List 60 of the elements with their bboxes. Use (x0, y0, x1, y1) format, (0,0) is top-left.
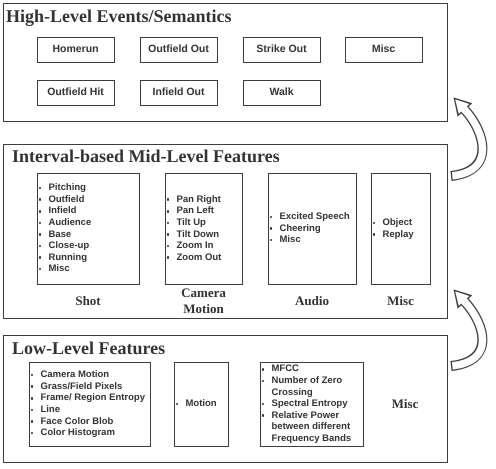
panel-title: High-Level Events/Semantics (6, 6, 232, 27)
list-item: Zoom Out (176, 252, 222, 264)
list-item: Pan Right (176, 194, 221, 206)
list-item: Tilt Down (176, 228, 220, 240)
layer-panel (3, 144, 448, 319)
feature-box (28, 362, 150, 446)
event-box (242, 36, 320, 62)
column-caption: Misc (387, 293, 414, 309)
layer-panel (3, 3, 448, 122)
list-item: Audience (48, 216, 92, 228)
list-item: Color Histogram (40, 427, 115, 439)
list-item: Frame/ Region Entropy (40, 392, 145, 404)
list-item: Object (382, 216, 412, 228)
event-label: Walk (269, 86, 294, 99)
event-box (242, 80, 320, 106)
panel-title: Low-Level Features (12, 338, 166, 359)
list-item: Outfield (48, 194, 84, 206)
list-item: Spectral Entropy (271, 398, 348, 410)
list-item: Excited Speech (279, 211, 350, 223)
event-label: Homerun (52, 43, 99, 56)
list-item: Close-up (48, 240, 90, 252)
list-item: Tilt Up (176, 216, 206, 228)
panel-title: Interval-based Mid-Level Features (12, 146, 280, 167)
event-box (344, 36, 422, 62)
event-label: Misc (372, 43, 396, 56)
event-label: Strike Out (256, 43, 307, 56)
list-item: Misc (279, 234, 301, 246)
list-item: Motion (185, 398, 217, 410)
feature-box (260, 362, 364, 446)
list-item: Replay (382, 228, 414, 240)
column-caption: Audio (295, 293, 329, 309)
event-box (140, 36, 218, 62)
list-item: Number of Zero Crossing (271, 375, 344, 398)
curved-arrow (450, 288, 488, 371)
event-label: Outfield Hit (47, 86, 104, 99)
list-item: Running (48, 252, 87, 264)
column-caption: Camera Motion (180, 285, 227, 317)
list-item: Line (40, 404, 60, 416)
column-caption: Shot (75, 293, 101, 309)
list-item: Relative Power between different Frequency Bands (271, 410, 352, 445)
list-item: Grass/Field Pixels (40, 380, 122, 392)
list-item: Misc (48, 263, 70, 275)
list-item: Infield (48, 205, 76, 217)
event-box (36, 36, 114, 62)
list-item: Cheering (279, 222, 321, 234)
list-item: Face Color Blob (40, 416, 114, 428)
event-label: Outfield Out (148, 43, 209, 56)
list-item: Camera Motion (40, 369, 110, 381)
curved-arrow (450, 96, 488, 181)
layer-panel (3, 335, 448, 463)
list-item: MFCC (271, 363, 299, 376)
list-item: Zoom In (176, 240, 214, 252)
event-box (140, 80, 218, 106)
list-item: Pitching (48, 182, 86, 194)
event-label: Infield Out (152, 86, 204, 99)
feature-box (174, 362, 228, 446)
event-box (36, 80, 114, 106)
list-item: Pan Left (176, 205, 214, 217)
column-caption: Misc (392, 396, 418, 412)
list-item: Base (48, 228, 72, 240)
